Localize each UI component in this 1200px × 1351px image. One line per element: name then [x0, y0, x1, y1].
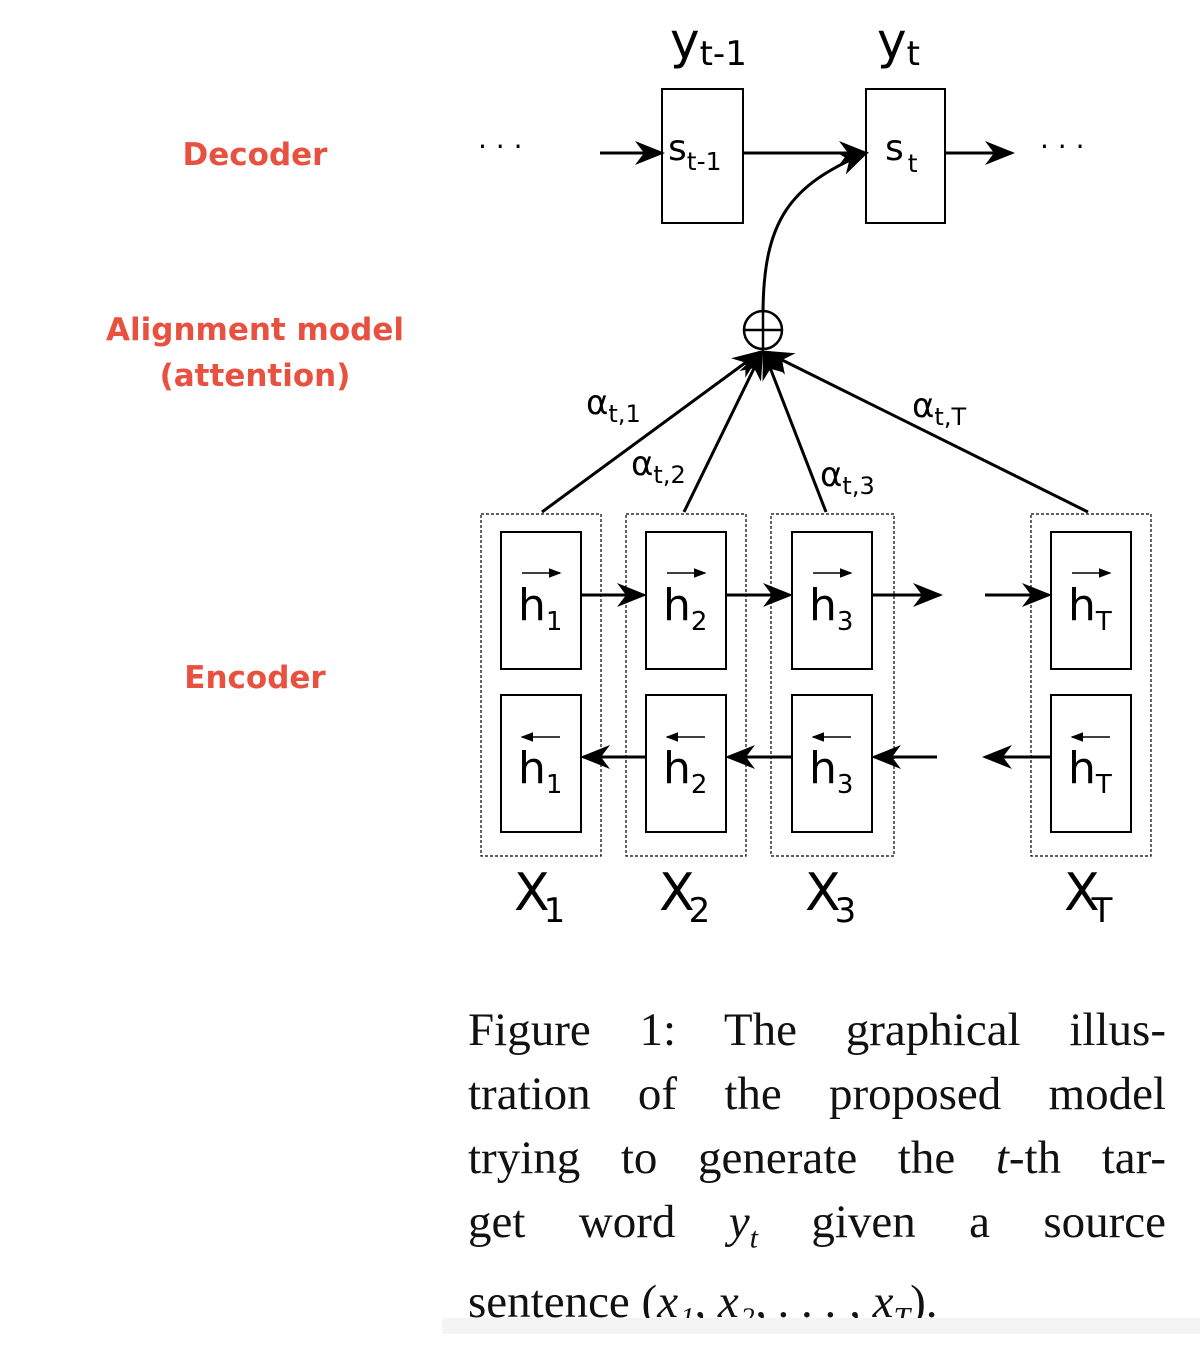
decoder-ellipsis-left: · · · — [478, 130, 523, 163]
input-x-1: X1 — [514, 863, 565, 931]
caption-line-3: trying to generate the t-th tar- — [468, 1132, 1166, 1184]
backward-state-h-3: h3 — [809, 732, 853, 800]
encoder-column-3 — [770, 513, 895, 857]
svg-text:yt-1: yt-1 — [670, 12, 747, 74]
attention-sum-node — [742, 309, 784, 351]
input-x-2: X2 — [659, 863, 710, 931]
forward-state-h-1: h1 — [518, 568, 562, 637]
svg-text:st: st — [885, 128, 918, 178]
svg-text:hT: hT — [1068, 743, 1112, 800]
input-x-3: X3 — [805, 863, 856, 931]
svg-text:X2: X2 — [659, 863, 710, 931]
svg-text:h1: h1 — [518, 743, 562, 800]
bottom-shade — [442, 1318, 1200, 1334]
svg-text:h3: h3 — [809, 743, 853, 800]
encoder-label: Encoder — [184, 660, 326, 696]
svg-text:XT: XT — [1064, 863, 1113, 931]
attention-line-T — [763, 350, 1089, 514]
backward-state-h-T: hT — [1068, 732, 1112, 800]
svg-text:h3: h3 — [809, 580, 853, 637]
attention-line-3 — [762, 349, 828, 513]
svg-text:h2: h2 — [663, 580, 707, 637]
backward-state-h-2: h2 — [663, 732, 707, 800]
caption-line-4: get word yt given a source — [468, 1196, 1166, 1255]
svg-text:hT: hT — [1068, 580, 1112, 637]
output-y-t: yt — [877, 12, 920, 74]
attention-weight-t-3: αt,3 — [820, 455, 875, 500]
figure-caption: Figure 1: The graphical illus- tration o… — [468, 998, 1166, 1351]
svg-text:h1: h1 — [518, 580, 562, 637]
svg-text:st-1: st-1 — [668, 128, 722, 176]
svg-text:yt: yt — [877, 12, 920, 74]
decoder-label: Decoder — [182, 137, 328, 173]
caption-line-5: sentence (x₁, x₂, . . . , xT). — [468, 1276, 938, 1334]
caption-line-1: Figure 1: The graphical illus- — [468, 1004, 1166, 1056]
decoder-state-s-t-minus-1: st-1 — [668, 128, 722, 176]
svg-text:αt,2: αt,2 — [631, 444, 686, 489]
attention-line-1 — [541, 350, 763, 514]
svg-text:αt,1: αt,1 — [586, 383, 641, 428]
encoder-column-1 — [480, 513, 602, 857]
svg-text:αt,T: αt,T — [912, 386, 966, 431]
svg-text:αt,3: αt,3 — [820, 455, 875, 500]
backward-state-h-1: h1 — [518, 732, 562, 800]
forward-state-h-2: h2 — [663, 568, 707, 637]
forward-state-h-T: hT — [1068, 568, 1112, 637]
output-y-t-minus-1: yt-1 — [670, 12, 747, 74]
input-x-T: XT — [1064, 863, 1113, 931]
caption-line-2: tration of the proposed model — [468, 1068, 1166, 1120]
encoder-column-T — [1030, 513, 1152, 857]
decoder-state-box-s-t — [865, 88, 946, 224]
backward-state-box-T — [1050, 694, 1132, 833]
context-arrow — [761, 151, 869, 316]
forward-state-box-1 — [500, 531, 582, 670]
forward-state-h-3: h3 — [809, 568, 853, 637]
svg-text:X1: X1 — [514, 863, 565, 931]
attention-weight-t-2: αt,2 — [631, 444, 686, 489]
alignment-model-label: Alignment model — [106, 312, 404, 348]
attention-line-2 — [682, 349, 764, 513]
attention-weight-t-T: αt,T — [912, 386, 966, 431]
attention-label: (attention) — [159, 358, 351, 394]
svg-text:h2: h2 — [663, 743, 707, 800]
encoder-column-2 — [625, 513, 747, 857]
decoder-ellipsis-right: · · · — [1040, 130, 1085, 163]
attention-weight-t-1: αt,1 — [586, 383, 641, 428]
svg-text:X3: X3 — [805, 863, 856, 931]
